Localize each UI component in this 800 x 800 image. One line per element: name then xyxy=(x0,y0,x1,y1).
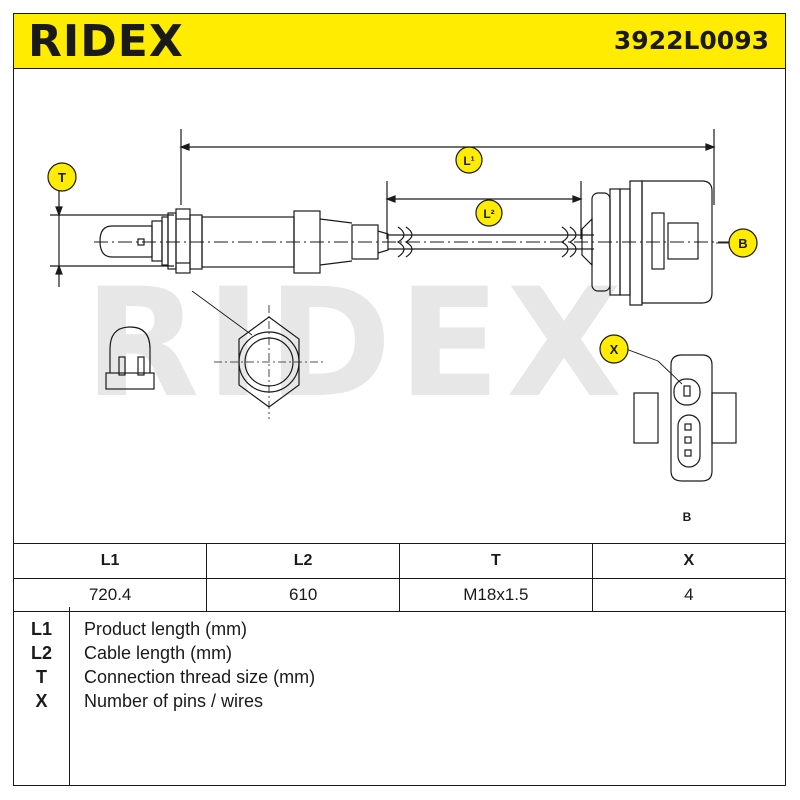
part-number: 3922L0093 xyxy=(613,26,769,55)
t-callout-label: T xyxy=(58,170,66,185)
cable xyxy=(388,226,594,258)
legend-text: Connection thread size (mm) xyxy=(84,667,316,687)
connector-face-detail xyxy=(633,354,737,482)
legend-key: X xyxy=(35,691,48,711)
legend-text: Cable length (mm) xyxy=(84,643,233,663)
spec-value-t: M18x1.5 xyxy=(399,578,593,612)
spec-value-l1: 720.4 xyxy=(14,578,208,612)
spec-header-x: X xyxy=(591,543,785,579)
legend-divider xyxy=(69,607,70,786)
hex-nut-detail xyxy=(214,305,326,419)
brand-logo: RIDEX xyxy=(28,16,184,67)
spec-header-l1: L1 xyxy=(14,543,208,579)
legend: L1 Product length (mm) L2 Cable length (… xyxy=(14,607,785,786)
legend-text: Product length (mm) xyxy=(84,619,248,639)
spec-header-t: T xyxy=(399,543,593,579)
spec-value-l2: 610 xyxy=(206,578,400,612)
sensor-body xyxy=(99,208,389,274)
sensor-drawing-svg: T L¹ L² B X B xyxy=(47,129,758,524)
spec-value-row: 720.4 610 M18x1.5 4 xyxy=(14,578,785,612)
product-sheet: RIDEX 3922L0093 RIDEX xyxy=(13,13,786,786)
technical-drawing: RIDEX xyxy=(14,69,785,543)
l2-callout-label: L² xyxy=(483,207,494,221)
b-callout-label: B xyxy=(738,236,747,251)
spec-header-row: L1 L2 T X xyxy=(14,543,785,579)
legend-key: L2 xyxy=(30,643,52,663)
legend-item: L2 Cable length (mm) xyxy=(14,643,785,667)
watermark: RIDEX xyxy=(84,257,628,431)
b-callout: B xyxy=(728,228,758,258)
sensor-tip-detail xyxy=(105,326,155,390)
legend-text: Number of pins / wires xyxy=(84,691,264,711)
spec-table: L1 L2 T X 720.4 610 M18x1.5 4 xyxy=(14,543,785,612)
spec-value-x: 4 xyxy=(591,578,785,612)
connector-caption: B xyxy=(683,510,692,524)
t-dimension xyxy=(50,190,174,287)
connector xyxy=(581,180,713,306)
l2-dimension xyxy=(385,181,583,239)
l1-callout-label: L¹ xyxy=(463,154,474,168)
legend-item: X Number of pins / wires xyxy=(14,691,785,715)
t-callout: T xyxy=(47,162,77,192)
x-callout-label: X xyxy=(610,342,619,357)
spec-header-l2: L2 xyxy=(206,543,400,579)
l1-callout: L¹ xyxy=(455,146,483,174)
legend-key: T xyxy=(36,667,47,687)
l2-callout: L² xyxy=(475,199,503,227)
legend-item: L1 Product length (mm) xyxy=(14,619,785,643)
legend-key: L1 xyxy=(30,619,52,639)
header-bar: RIDEX 3922L0093 xyxy=(14,14,785,69)
x-callout: X xyxy=(599,334,629,364)
l1-dimension xyxy=(179,129,716,205)
legend-item: T Connection thread size (mm) xyxy=(14,667,785,691)
